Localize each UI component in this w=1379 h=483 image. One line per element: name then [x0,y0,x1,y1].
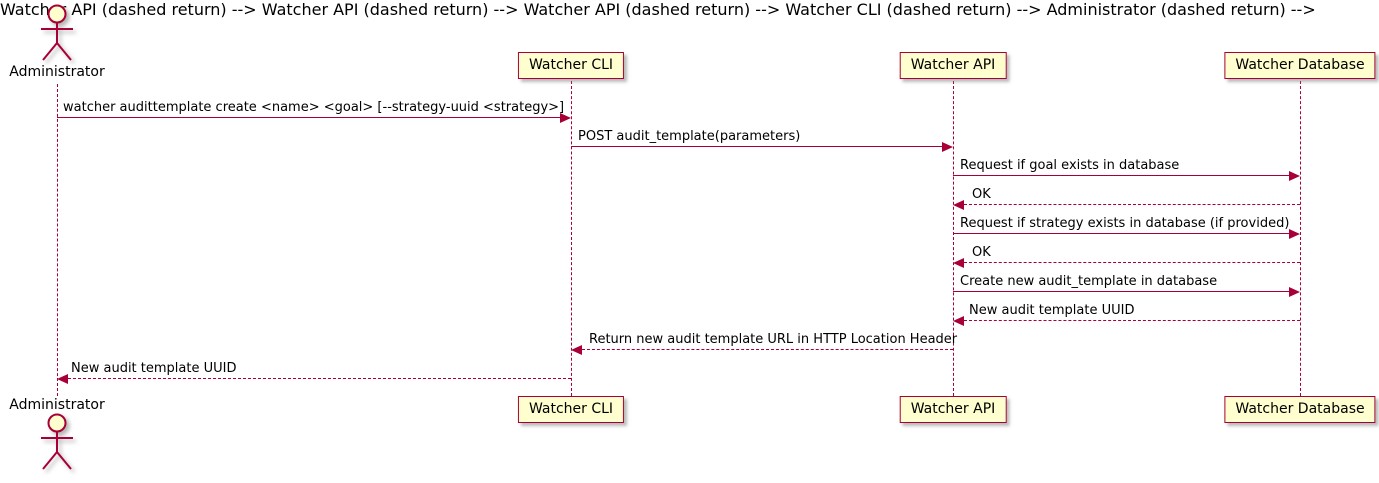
message-7-arrowhead [1289,287,1300,297]
message-10-arrowhead [57,374,68,384]
message-5-arrowhead [1289,229,1300,239]
participant-watcher-database-bottom: Watcher Database [1224,396,1376,423]
administrator-actor-icon [41,4,73,61]
message-10-label: New audit template UUID [71,361,237,376]
message-4-line [964,204,1300,205]
message-5-label: Request if strategy exists in database (… [960,216,1290,231]
message-8-arrowhead [953,316,964,326]
message-4-label: OK [972,187,991,202]
message-9-label: Return new audit template URL in HTTP Lo… [589,332,958,347]
message-2-label: POST audit_template(parameters) [578,129,801,144]
message-1-arrowhead [560,113,571,123]
message-3-label: Request if goal exists in database [960,158,1180,173]
message-9-arrowhead [571,345,582,355]
message-3-arrowhead [1289,171,1300,181]
participant-watcher-api-bottom: Watcher API [899,396,1007,423]
lifeline-administrator [57,84,58,396]
message-2-line [571,146,943,147]
message-6-label: OK [972,245,991,260]
message-6-line [964,262,1300,263]
actor-name-top: Administrator [9,64,105,80]
message-8-line [964,320,1300,321]
message-10-line [68,378,571,379]
actor-name-bottom: Administrator [9,397,105,413]
message-5-line [953,233,1290,234]
message-7-line [953,291,1290,292]
message-4-arrowhead [953,200,964,210]
message-1-line [57,117,561,118]
message-8-label: New audit template UUID [969,303,1135,318]
message-3-line [953,175,1290,176]
message-2-arrowhead [942,142,953,152]
lifeline-watcher-cli [571,81,572,396]
message-7-label: Create new audit_template in database [960,274,1218,289]
message-6-arrowhead [953,258,964,268]
participant-watcher-cli-bottom: Watcher CLI [517,396,625,423]
lifeline-watcher-api [953,81,954,396]
administrator-actor-icon-bottom [41,413,73,470]
lifeline-watcher-database [1300,81,1301,396]
message-1-label: watcher audittemplate create <name> <goa… [63,100,565,115]
participant-watcher-cli-top: Watcher CLI [517,52,625,79]
participant-watcher-database-top: Watcher Database [1224,52,1376,79]
message-9-line [582,349,953,350]
participant-watcher-api-top: Watcher API [899,52,1007,79]
